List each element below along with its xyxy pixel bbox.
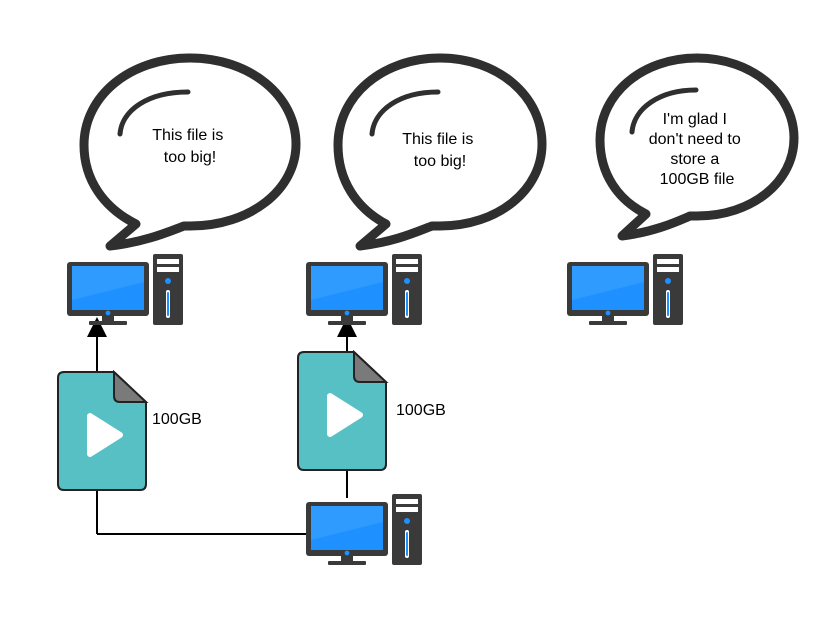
bubble-text-3: I'm glad I don't need to store a 100GB f…	[649, 111, 745, 188]
desktop-computer-icon	[67, 254, 183, 325]
bubble-text-2: This file is too big!	[402, 131, 478, 170]
speech-bubble-2: This file is too big!	[333, 53, 547, 251]
speech-bubble-icon	[333, 53, 547, 251]
desktop-computer-icon	[306, 494, 422, 565]
bubble-text-1: This file is too big!	[152, 127, 228, 166]
video-file-icon	[58, 372, 146, 490]
bubble-line: 100GB file	[660, 171, 735, 188]
file-size-label-1: 100GB	[152, 411, 202, 428]
speech-bubble-3: I'm glad I don't need to store a 100GB f…	[595, 53, 799, 241]
desktop-computer-icon	[306, 254, 422, 325]
bubble-line: don't need to	[649, 131, 741, 148]
bubble-line: I'm glad I	[663, 111, 727, 128]
video-file-icon	[298, 352, 386, 470]
bubble-line: store a	[670, 151, 719, 168]
bubble-line: This file is	[402, 131, 473, 148]
desktop-computer-icon	[567, 254, 683, 325]
bubble-line: This file is	[152, 127, 223, 144]
bubble-line: too big!	[414, 153, 466, 170]
file-size-label-2: 100GB	[396, 402, 446, 419]
bubble-line: too big!	[164, 149, 216, 166]
speech-bubble-1: This file is too big!	[79, 53, 301, 251]
